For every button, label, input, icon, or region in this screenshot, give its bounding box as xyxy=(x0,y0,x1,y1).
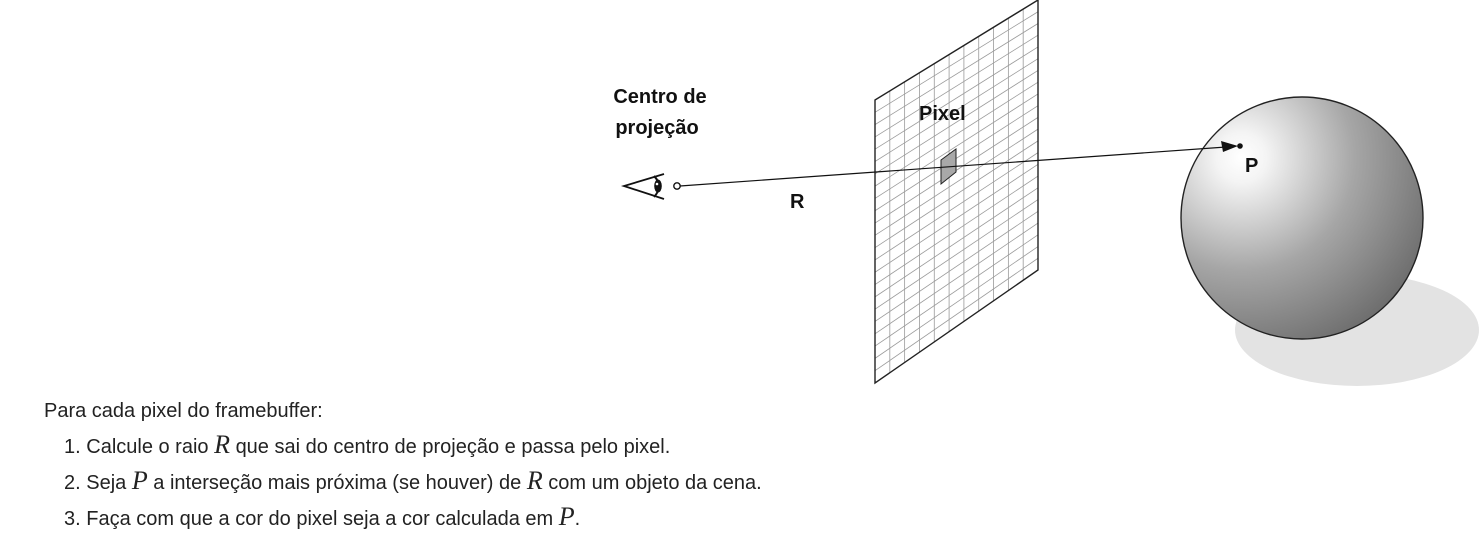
step-number: 1. xyxy=(64,436,81,458)
step-number: 2. xyxy=(64,472,81,494)
step-number: 3. xyxy=(64,508,81,530)
step-text: . xyxy=(574,508,581,530)
pixel-label: Pixel xyxy=(919,103,966,125)
variable-p: P xyxy=(131,466,148,495)
projection-center-label: Centro de xyxy=(613,86,706,108)
algorithm-description: Para cada pixel do framebuffer: 1. Calcu… xyxy=(44,394,762,536)
step-text: que sai do centro de projeção e passa pe… xyxy=(235,436,671,458)
ray-casting-diagram: Centro de projeção Pixel R P xyxy=(613,0,1479,386)
step-3: 3. Faça com que a cor do pixel seja a co… xyxy=(64,500,762,536)
sphere xyxy=(1180,96,1424,340)
step-text: com um objeto da cena. xyxy=(548,472,762,494)
step-2: 2. Seja P a interseção mais próxima (se … xyxy=(64,464,762,500)
eye-icon xyxy=(620,173,665,200)
step-1: 1. Calcule o raio R que sai do centro de… xyxy=(64,428,762,464)
ray-label: R xyxy=(790,191,805,213)
ray-arrow xyxy=(679,141,1238,187)
variable-p: P xyxy=(558,502,575,531)
intro-text: Para cada pixel do framebuffer: xyxy=(44,400,323,422)
variable-r: R xyxy=(214,430,230,459)
step-text: a interseção mais próxima (se houver) de xyxy=(153,472,522,494)
pixel-grid xyxy=(874,9,1039,373)
image-plane xyxy=(874,0,1039,385)
step-text: Faça com que a cor do pixel seja a cor c… xyxy=(86,508,554,530)
step-text: Calcule o raio xyxy=(86,436,209,458)
projection-center-label-line2: projeção xyxy=(615,117,698,139)
intersection-point xyxy=(1237,143,1243,149)
step-text: Seja xyxy=(86,472,127,494)
projection-center xyxy=(673,182,681,190)
point-label: P xyxy=(1245,155,1258,177)
steps-list: 1. Calcule o raio R que sai do centro de… xyxy=(44,428,762,536)
variable-r: R xyxy=(526,466,543,495)
